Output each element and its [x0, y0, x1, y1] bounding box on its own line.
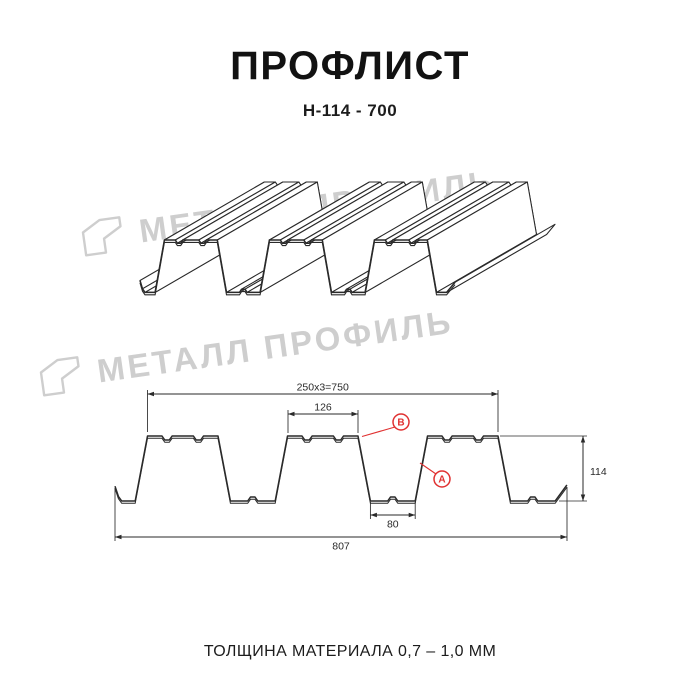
watermark: МЕТАЛЛ ПРОФИЛЬ: [35, 302, 456, 400]
profile-3d-drawing: [139, 181, 556, 296]
dimension-label: В: [397, 418, 404, 429]
material-thickness-note: ТОЛЩИНА МАТЕРИАЛА 0,7 – 1,0 ММ: [203, 643, 497, 660]
metall-profil-logo-icon: [81, 216, 122, 257]
callout-b-circle: [392, 413, 410, 431]
dimension-label: 250x3=750: [297, 382, 349, 394]
callout-a-circle: [433, 470, 451, 488]
section-geometry: 250x3=750 126 80 807 114 В А: [114, 382, 607, 553]
profile-model: Н-114 - 700: [302, 101, 398, 120]
watermark: МЕТАЛЛ ПРОФИЛЬ: [77, 162, 498, 260]
metall-profil-logo-icon: [39, 356, 80, 397]
dimension-label: 80: [387, 519, 399, 531]
drawing-3d-geometry: [139, 181, 556, 296]
dimension-label: 114: [590, 466, 607, 478]
page-title: ПРОФЛИСТ: [230, 44, 470, 88]
dimension-label: А: [438, 475, 445, 486]
dimension-label: 126: [314, 402, 332, 414]
dimension-label: 807: [332, 541, 350, 553]
profile-cross-section-drawing: 250x3=750 126 80 807 114 В А: [114, 382, 607, 553]
